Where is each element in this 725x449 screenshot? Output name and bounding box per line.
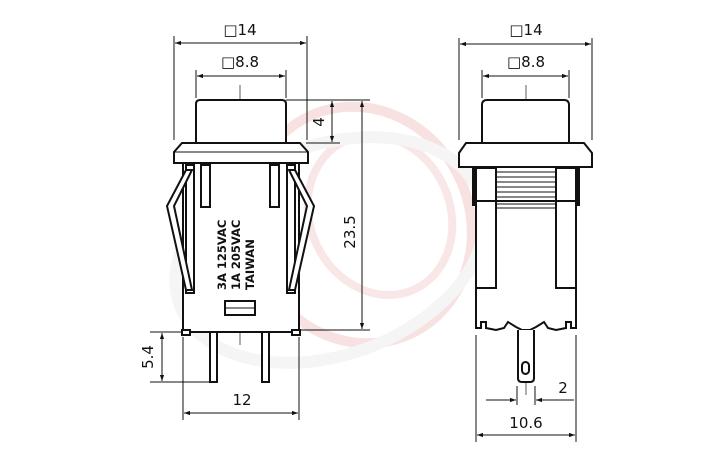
dim-base-width: 12 bbox=[232, 391, 251, 409]
dim-pin-length: 5.4 bbox=[139, 345, 157, 369]
marking-line-1: 3A 125VAC bbox=[215, 220, 229, 290]
marking-line-2: 1A 205VAC bbox=[229, 220, 243, 290]
dim-cap-square: □8.8 bbox=[507, 53, 545, 71]
pin-left bbox=[209, 331, 218, 383]
dim-terminal-width: 2 bbox=[558, 379, 568, 397]
dim-cap-height: 4 bbox=[310, 117, 328, 127]
left-view: 3A 125VAC 1A 205VAC TAIWAN bbox=[165, 85, 316, 383]
dim-cap-square: □8.8 bbox=[221, 53, 259, 71]
pin-right bbox=[261, 331, 270, 383]
housing-markings: 3A 125VAC 1A 205VAC TAIWAN bbox=[215, 220, 257, 290]
flange bbox=[458, 142, 593, 168]
left-view-dimensions: □14 □8.8 4 23.5 5.4 12 bbox=[139, 21, 370, 420]
ribs bbox=[497, 171, 555, 209]
cap bbox=[481, 99, 570, 143]
dim-outer-square: □14 bbox=[223, 21, 256, 39]
dim-body-height: 23.5 bbox=[341, 215, 359, 248]
flange bbox=[173, 142, 309, 164]
dim-base-width: 10.6 bbox=[509, 414, 542, 432]
marking-line-3: TAIWAN bbox=[243, 239, 257, 290]
left-clip bbox=[165, 169, 194, 291]
cap bbox=[195, 99, 287, 143]
right-view-dimensions: □14 □8.8 2 10.6 bbox=[458, 21, 593, 442]
right-clip bbox=[287, 169, 316, 291]
right-view bbox=[458, 85, 593, 395]
dim-outer-square: □14 bbox=[509, 21, 542, 39]
